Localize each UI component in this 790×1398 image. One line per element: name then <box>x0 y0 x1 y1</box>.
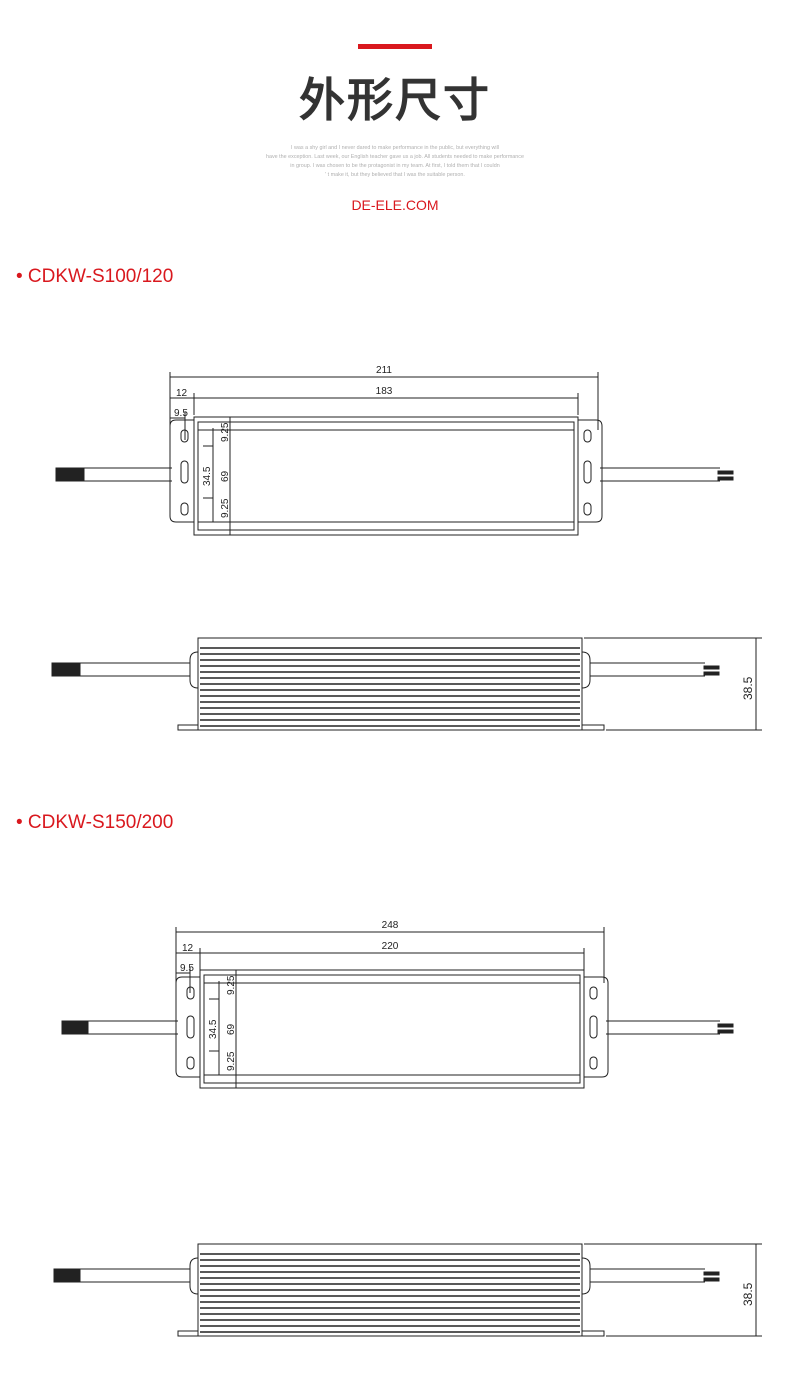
model-title-1: • CDKW-S100/120 <box>16 266 174 287</box>
slogan-text: I was a shy girl and I never dared to ma… <box>215 144 575 180</box>
slogan-line: have the exception. Last week, our Engli… <box>265 154 524 160</box>
slogan-line: I was a shy girl and I never dared to ma… <box>291 145 499 151</box>
slogan-line: ' t make it, but they believed that I wa… <box>325 172 465 178</box>
mounting-flange <box>578 419 603 523</box>
dim-body-length: 183 <box>376 386 393 397</box>
dim-overall-length: 211 <box>376 365 392 376</box>
dim-hole-bottom: 9.25 <box>220 498 231 518</box>
top-view-drawing-2: 248 220 12 9.5 9.25 34.5 69 9.25 <box>61 920 734 1089</box>
dim-body-length: 220 <box>382 941 399 952</box>
housing-side <box>197 637 583 731</box>
cable-end <box>55 467 85 482</box>
mounting-flange <box>169 419 194 523</box>
dim-offset-12: 12 <box>182 943 194 954</box>
dim-offset-9-5: 9.5 <box>174 408 188 419</box>
dim-side-height: 38.5 <box>741 676 755 700</box>
dim-hole-mid: 34.5 <box>202 466 213 486</box>
dim-offset-9-5: 9.5 <box>180 963 194 974</box>
dim-hole-bottom: 9.25 <box>226 1051 237 1071</box>
dim-hole-mid: 34.5 <box>208 1019 219 1039</box>
heat-sink-fins <box>200 647 580 727</box>
dim-side-height: 38.5 <box>741 1282 755 1306</box>
dim-height-69: 69 <box>220 470 231 482</box>
model-title-2: • CDKW-S150/200 <box>16 812 174 833</box>
side-view-drawing-1: 38.5 <box>51 637 762 731</box>
accent-bar <box>358 44 432 49</box>
dim-offset-12: 12 <box>176 388 188 399</box>
page-title: 外形尺寸 <box>299 73 491 127</box>
housing-body <box>193 416 579 536</box>
housing-body <box>199 969 585 1089</box>
dim-overall-length: 248 <box>382 920 399 931</box>
dim-height-69: 69 <box>226 1023 237 1035</box>
dim-hole-top: 9.25 <box>226 975 237 995</box>
top-view-drawing-1: 211 183 12 9.5 9.25 34.5 69 9.25 <box>55 365 734 536</box>
slogan-line: in group. I was chosen to be the protago… <box>290 163 500 169</box>
side-view-drawing-2: 38.5 <box>53 1243 762 1337</box>
website-link[interactable]: DE-ELE.COM <box>351 197 439 213</box>
dim-hole-top: 9.25 <box>220 422 231 442</box>
